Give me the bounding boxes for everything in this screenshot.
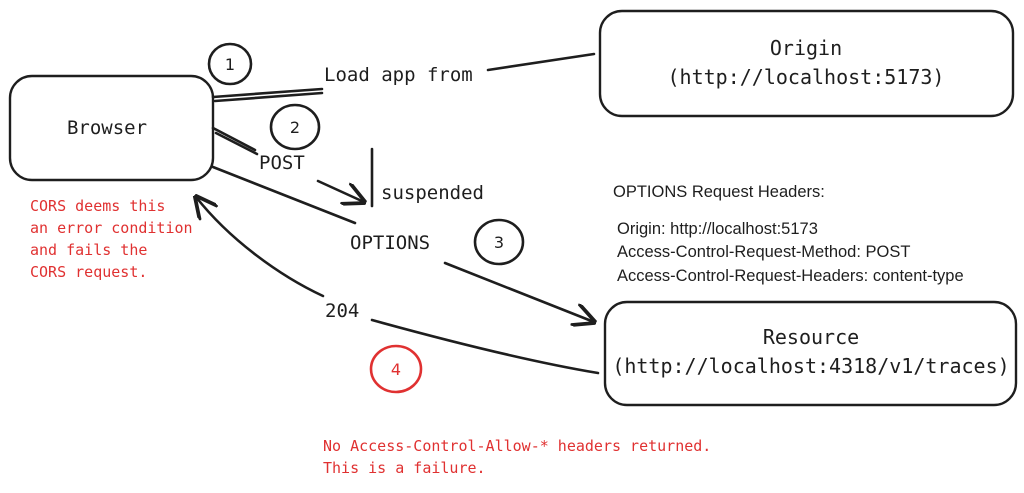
response-line-right — [370, 318, 600, 375]
header-request-method: Access-Control-Request-Method: POST — [617, 243, 910, 261]
headers-title: OPTIONS Request Headers: — [613, 183, 825, 201]
post-line-a — [211, 126, 257, 152]
origin-label: Origin — [770, 36, 842, 60]
edge-options: OPTIONS — [211, 165, 594, 322]
edge-post: POST suspended — [211, 126, 484, 208]
post-line-b — [214, 131, 259, 156]
cors-error-note: CORS deems this an error condition and f… — [30, 197, 193, 281]
cors-note-line-3: and fails the — [30, 241, 147, 259]
step-4-circle — [369, 344, 423, 394]
post-arrow — [316, 179, 364, 202]
options-headers-block: OPTIONS Request Headers: Origin: http://… — [613, 183, 964, 285]
step-2-marker: 2 — [269, 103, 321, 151]
load-line-left — [211, 87, 324, 99]
load-line-right — [486, 52, 596, 72]
browser-node: Browser — [8, 74, 215, 182]
cors-note-line-4: CORS request. — [30, 263, 147, 281]
browser-label: Browser — [67, 117, 147, 139]
edge-response: 204 — [196, 197, 600, 375]
load-label: Load app from — [324, 64, 473, 86]
options-arrow — [443, 261, 594, 322]
step-3-circle — [473, 218, 525, 266]
step-3-number: 3 — [494, 233, 504, 252]
response-label: 204 — [325, 300, 359, 322]
resource-box — [603, 300, 1018, 407]
resource-node: Resource (http://localhost:4318/v1/trace… — [603, 300, 1018, 407]
cors-note-line-1: CORS deems this — [30, 197, 165, 215]
failure-note: No Access-Control-Allow-* headers return… — [323, 437, 711, 477]
origin-url: (http://localhost:5173) — [668, 65, 945, 89]
origin-box — [598, 9, 1015, 118]
step-3-marker: 3 — [473, 218, 525, 266]
step-2-circle — [269, 103, 321, 151]
response-arrow — [196, 197, 325, 298]
edge-load-app: Load app from — [211, 52, 596, 103]
header-request-headers: Access-Control-Request-Headers: content-… — [617, 267, 964, 285]
step-4-number: 4 — [391, 360, 401, 379]
load-line-left-double — [213, 91, 324, 103]
failure-note-line-1: No Access-Control-Allow-* headers return… — [323, 437, 711, 455]
step-2-number: 2 — [290, 118, 300, 137]
step-4-marker: 4 — [369, 344, 423, 394]
resource-label: Resource — [763, 325, 859, 349]
cors-note-line-2: an error condition — [30, 219, 193, 237]
resource-url: (http://localhost:4318/v1/traces) — [612, 354, 1009, 378]
origin-node: Origin (http://localhost:5173) — [598, 9, 1015, 118]
options-line-left — [211, 165, 357, 225]
suspended-label: suspended — [381, 182, 484, 204]
options-label: OPTIONS — [350, 232, 430, 254]
post-label: POST — [259, 152, 305, 174]
failure-note-line-2: This is a failure. — [323, 459, 486, 477]
header-origin: Origin: http://localhost:5173 — [617, 220, 818, 238]
step-1-circle — [207, 42, 253, 86]
step-1-marker: 1 — [207, 42, 253, 86]
step-1-number: 1 — [225, 55, 235, 74]
